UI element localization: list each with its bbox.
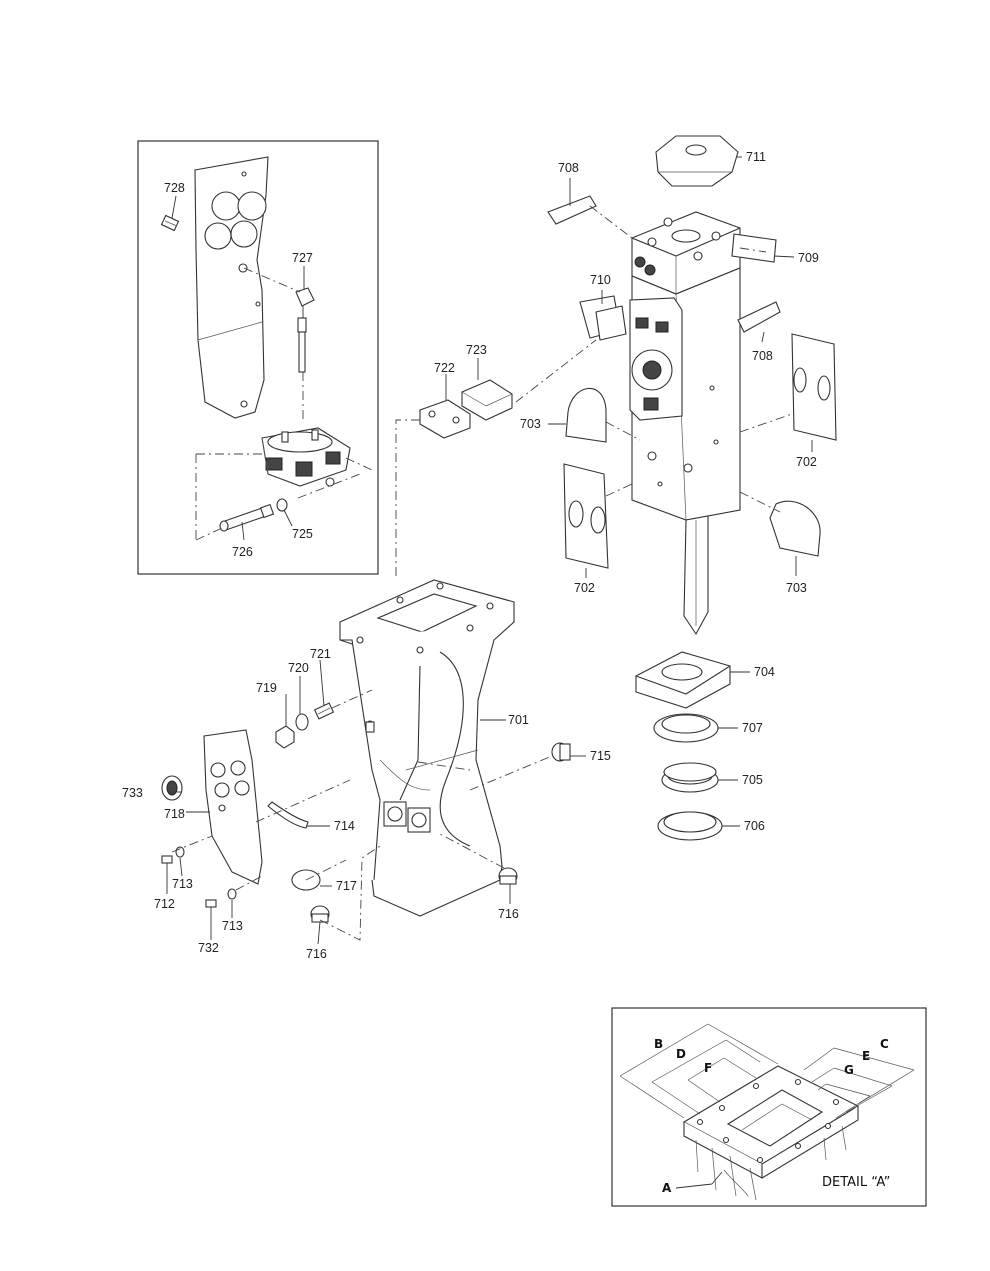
label-703-top: 703 [520, 417, 541, 431]
part-702-plate-right [791, 333, 837, 441]
detail-dim-b: B [654, 1037, 663, 1051]
part-726-shaft [219, 503, 275, 532]
label-712: 712 [154, 897, 175, 911]
label-722: 722 [434, 361, 455, 375]
hammer-body [629, 211, 741, 636]
part-701-bracket [339, 579, 515, 917]
label-711: 711 [746, 150, 766, 164]
label-702-right: 702 [796, 455, 817, 469]
label-727: 727 [292, 251, 313, 265]
label-716-right: 716 [498, 907, 519, 921]
detail-dim-f: F [704, 1061, 712, 1075]
detail-dim-c: C [880, 1037, 889, 1051]
label-723: 723 [466, 343, 487, 357]
part-728-plug [160, 214, 180, 232]
label-716-bottom: 716 [306, 947, 327, 961]
part-705-ring [661, 762, 719, 793]
detail-a-box [611, 1007, 927, 1207]
part-715-plug [551, 742, 571, 762]
label-705: 705 [742, 773, 763, 787]
part-727-fitting [295, 287, 315, 373]
label-721: 721 [310, 647, 331, 661]
part-733-seal [161, 775, 183, 801]
label-707: 707 [742, 721, 763, 735]
part-712-bolt [161, 855, 173, 894]
part-703-seal-top [565, 387, 607, 443]
detail-title: DETAIL “A” [822, 1175, 890, 1190]
detail-dim-d: D [676, 1047, 686, 1061]
label-728: 728 [164, 181, 185, 195]
inset-side-plate [194, 156, 269, 419]
part-719-nut [275, 725, 295, 749]
label-719: 719 [256, 681, 277, 695]
label-726: 726 [232, 545, 253, 559]
detail-dim-a: A [662, 1181, 672, 1195]
part-721-bolt [313, 702, 335, 720]
label-703-bottom: 703 [786, 581, 807, 595]
part-714-spring [267, 801, 309, 829]
part-704-bottom-plate [635, 651, 731, 709]
part-723-block [461, 379, 513, 421]
part-703-seal-bottom [769, 500, 821, 557]
inset-valve-assembly [261, 427, 351, 487]
detail-dim-g: G [844, 1063, 854, 1077]
part-722-block [419, 399, 471, 439]
label-713-a: 713 [172, 877, 193, 891]
part-706-ring [657, 811, 723, 841]
part-713-washer-b [227, 888, 237, 900]
label-706: 706 [744, 819, 765, 833]
label-733: 733 [122, 786, 143, 800]
label-708-top: 708 [558, 161, 579, 175]
part-709-plate [731, 233, 777, 263]
part-720-washer [295, 713, 309, 731]
label-718: 718 [164, 807, 185, 821]
part-707-ring [653, 713, 719, 743]
label-713-b: 713 [222, 919, 243, 933]
part-732-bolt [205, 899, 217, 940]
part-711-buffer [655, 135, 739, 187]
part-710-bracket [579, 295, 627, 341]
part-718-side-plate [203, 729, 263, 885]
inset-detail-box [137, 140, 379, 575]
label-702-left: 702 [574, 581, 595, 595]
part-708-pad-right [737, 301, 781, 333]
label-709: 709 [798, 251, 819, 265]
label-708-right: 708 [752, 349, 773, 363]
part-708-pad-top [547, 195, 597, 225]
detail-dim-e: E [862, 1049, 870, 1063]
label-710: 710 [590, 273, 611, 287]
part-702-plate-left [563, 463, 609, 569]
label-701: 701 [508, 713, 529, 727]
part-716-nut-bottom [310, 905, 330, 923]
label-715: 715 [590, 749, 611, 763]
label-717: 717 [336, 879, 357, 893]
label-720: 720 [288, 661, 309, 675]
label-704: 704 [754, 665, 775, 679]
part-716-nut-right [498, 867, 518, 885]
label-714: 714 [334, 819, 355, 833]
label-725: 725 [292, 527, 313, 541]
part-725-oring [276, 498, 288, 512]
label-732: 732 [198, 941, 219, 955]
